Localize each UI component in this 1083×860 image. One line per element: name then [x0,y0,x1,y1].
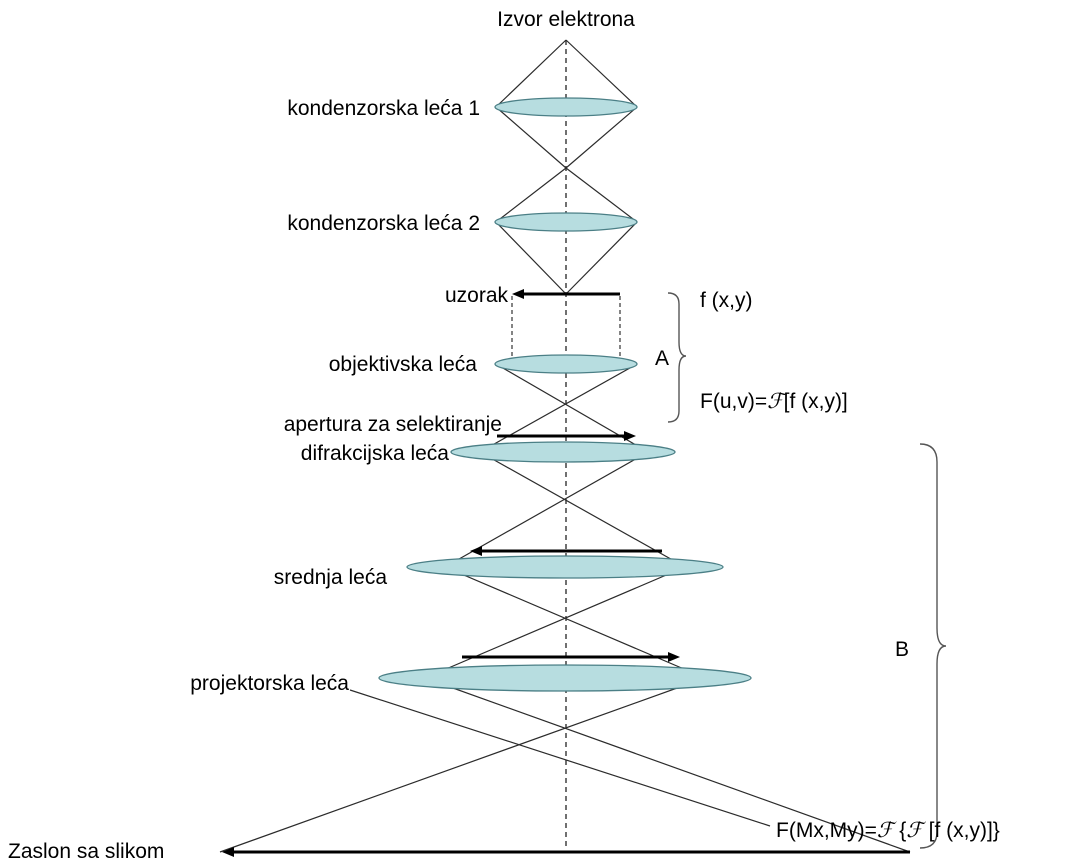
formula-double-prefix: F(Mx,My)= [776,819,877,842]
intermediate-lens [406,555,724,579]
brace-a-label: A [655,347,669,370]
formula-fourier-suffix: [f (x,y)] [784,390,848,413]
formula-fourier-prefix: F(u,v)= [700,390,767,413]
formula-f: f (x,y) [700,289,753,312]
condenser-lens-2 [494,212,638,232]
formula-fourier: F(u,v)=ℱ[f (x,y)] [700,389,848,413]
projector-lens [378,664,752,692]
label-condenser-2: kondenzorska leća 2 [287,212,480,235]
screen-arrowhead [222,847,234,857]
formula-double-fourier: F(Mx,My)=ℱ {ℱ [f (x,y)]} [776,818,1000,842]
label-source: Izvor elektrona [497,8,635,31]
projector-image-arrowhead [668,652,680,662]
formula-double-mid: { [893,819,906,842]
diffraction-lens [450,441,676,463]
label-intermediate: srednja leća [274,566,388,589]
label-sample: uzorak [445,284,509,307]
aperture-arrowhead [624,431,636,441]
label-condenser-1: kondenzorska leća 1 [287,97,480,120]
formula-double-suffix: [f (x,y)]} [923,819,1000,842]
objective-lens [494,354,638,374]
brace-b [919,443,947,849]
label-diffraction: difrakcijska leća [301,442,450,465]
fourier-symbol: ℱ [767,389,787,413]
brace-a [667,292,687,423]
fourier-symbol-2: ℱ [906,818,926,842]
label-aperture: apertura za selektiranje [284,413,502,436]
fourier-symbol-1: ℱ [877,818,897,842]
intermediate-image-arrowhead [470,546,482,556]
label-screen: Zaslon sa slikom [8,840,164,860]
label-objective: objektivska leća [329,353,478,376]
brace-b-label: B [895,638,909,661]
sample-arrowhead [512,289,524,299]
condenser-lens-1 [494,97,638,117]
label-projector: projektorska leća [190,672,349,695]
